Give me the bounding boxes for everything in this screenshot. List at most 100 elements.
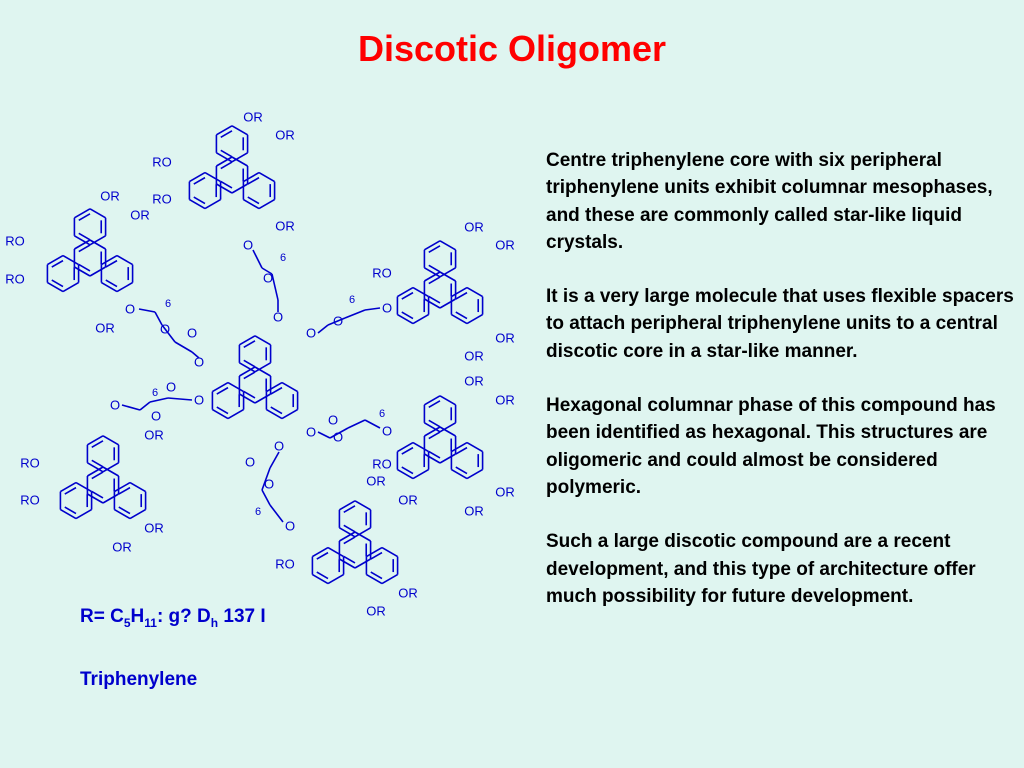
paragraph-4: Such a large discotic compound are a rec… [546,531,976,607]
ring-bond [231,156,248,167]
structure-caption: Triphenylene [80,669,198,690]
double-bond [401,291,414,300]
ring-bond [281,381,298,393]
double-bond [428,295,441,304]
spacer-repeat-count: 6 [349,294,355,306]
ring-bond [412,468,429,480]
ro-substituent: RO [5,234,25,249]
ring-bond [227,408,244,420]
ring-bond [239,335,256,346]
oxygen-atom: O [245,455,255,470]
ring-bond [47,254,64,266]
ring-bond [466,441,483,453]
oxygen-atom: O [382,301,392,316]
or-substituent: OR [464,220,484,235]
double-bond [51,259,64,268]
ring-bond [366,546,383,558]
ring-bond [451,286,468,298]
double-bond [78,244,91,253]
or-substituent: OR [243,110,263,125]
ring-bond [424,395,441,406]
oxygen-atom: O [243,238,253,253]
ring-bond [60,481,77,493]
spacer-repeat-count: 6 [165,298,171,310]
ring-bond [74,208,91,219]
ring-bond [397,468,414,480]
ring-bond [424,426,441,437]
ring-bond [189,198,206,210]
ring-bond [412,441,429,453]
double-bond [370,551,383,560]
ring-bond [89,235,106,246]
ring-bond [239,393,256,404]
oxygen-atom: O [285,519,295,534]
paragraph-1: Centre triphenylene core with six periph… [546,150,993,253]
ring-bond [412,286,429,298]
spacer-bond [261,267,273,275]
ring-bond [189,171,206,183]
ring-bond [101,281,118,293]
spacer-bond [174,341,193,353]
ring-bond [89,266,106,277]
double-bond [64,486,77,495]
ring-bond [439,422,456,433]
ring-bond [327,546,344,558]
ring-bond [87,462,104,473]
ro-substituent: RO [372,457,392,472]
double-bond [91,471,104,480]
ring-bond [102,493,119,504]
double-bond [401,311,414,320]
double-bond [428,431,441,440]
spacer-bond [167,397,193,401]
spacer-bond [271,273,279,301]
ring-bond [204,171,221,183]
ring-bond [254,362,271,373]
oxygen-atom: O [125,302,135,317]
formula-c-sub: 5 [123,615,131,630]
or-substituent: OR [464,349,484,364]
ro-substituent: RO [5,272,25,287]
ring-bond [439,426,456,437]
ring-bond [102,466,119,477]
double-bond [91,490,104,499]
ring-bond [366,573,383,585]
ring-bond [424,453,441,464]
ro-substituent: RO [372,266,392,281]
double-bond [220,161,233,170]
ring-bond [339,500,356,511]
ring-bond [239,362,256,373]
ro-substituent: RO [152,155,172,170]
double-bond [78,213,91,222]
oxygen-atom: O [333,430,343,445]
ring-bond [439,298,456,309]
double-bond [316,571,329,580]
or-substituent: OR [366,474,386,489]
double-bond [105,279,118,288]
formula-phase: : g? D [156,606,211,627]
double-bond [91,440,104,449]
oxygen-atom: O [264,477,274,492]
double-bond [343,536,356,545]
oxygen-atom: O [263,271,273,286]
double-bond [78,263,91,272]
ring-bond [216,152,233,163]
r-group-formula: R= C5H11: g? Dh 137 I [80,606,266,630]
or-substituent: OR [495,485,515,500]
double-bond [247,196,260,205]
ring-bond [62,254,79,266]
ring-bond [60,508,77,520]
spacer-bond [261,467,271,491]
ring-bond [239,366,256,377]
or-substituent: OR [464,504,484,519]
double-bond [428,419,441,428]
ring-bond [354,558,371,569]
ring-bond [254,366,271,377]
or-substituent: OR [398,493,418,508]
ring-bond [439,453,456,464]
ring-bond [424,267,441,278]
ring-bond [412,313,429,325]
spacer-bond [329,427,349,439]
ring-bond [129,508,146,520]
double-bond [455,466,468,475]
ring-bond [75,481,92,493]
